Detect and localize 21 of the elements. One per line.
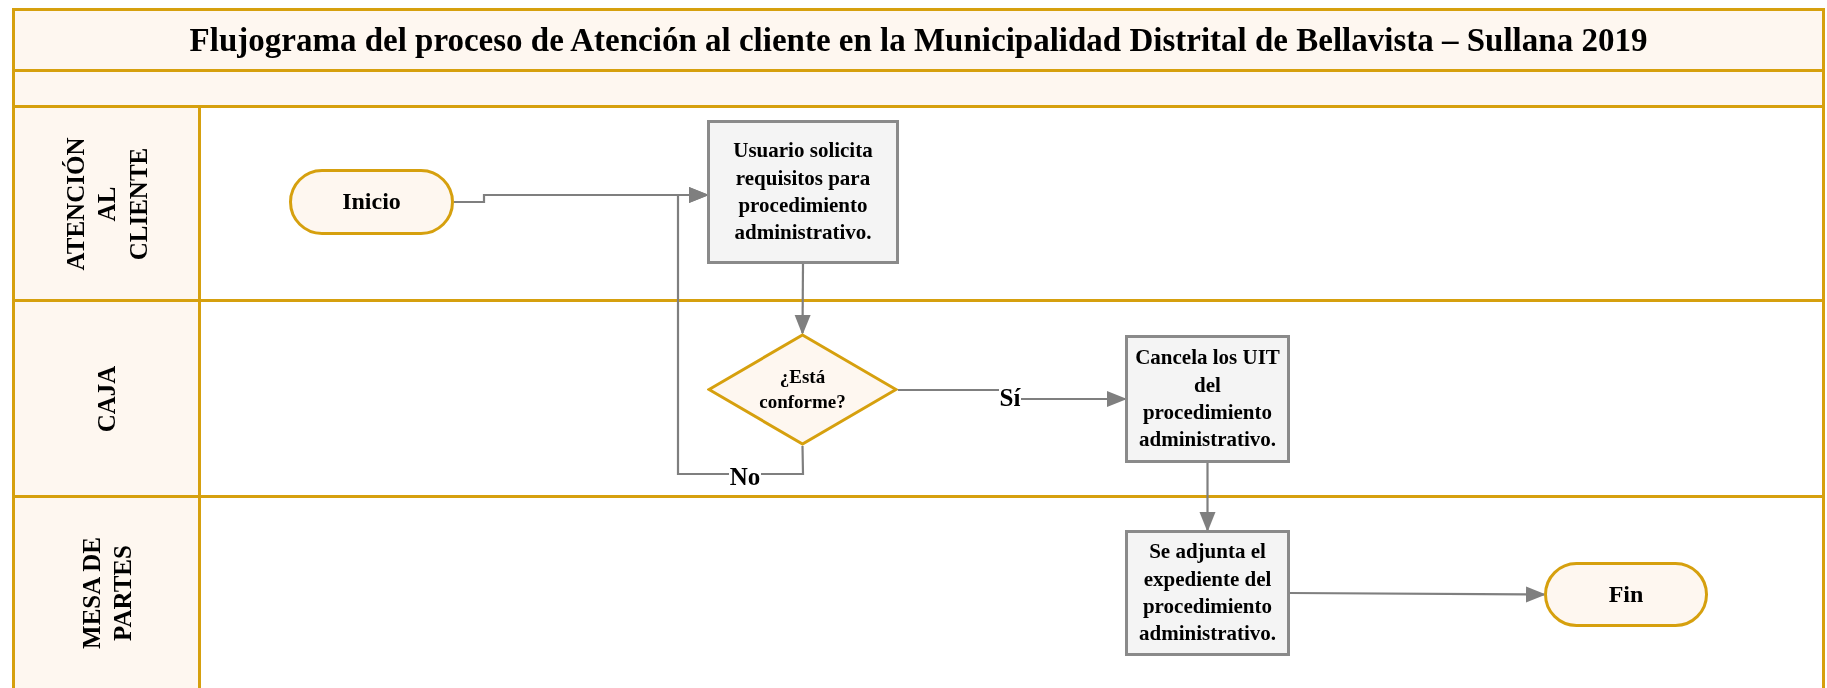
process-text: Se adjunta el expediente del procedimiento administrativo.	[1137, 538, 1278, 648]
arrow	[1290, 586, 1546, 603]
lane-title: ATENCIÓN AL CLIENTE	[60, 136, 153, 273]
title-band: Flujograma del proceso de Atención al cliente en la Municipalidad Distrital de Bellavista – Sullana 2019	[12, 8, 1825, 72]
arrow	[1199, 463, 1216, 532]
swimlane	[12, 105, 1825, 302]
process-box	[1125, 530, 1290, 656]
arrow	[794, 264, 811, 335]
lane-title: MESA DE PARTES	[76, 536, 137, 651]
terminal-text: Inicio	[342, 187, 401, 217]
swimlane	[12, 299, 1825, 498]
lane-title: CAJA	[91, 364, 121, 434]
decision-diamond	[707, 333, 898, 446]
process-box	[707, 120, 899, 264]
process-text: Cancela los UIT del procedimiento administrativo.	[1134, 344, 1281, 454]
decision-text: ¿Está conforme?	[758, 364, 847, 414]
arrow	[676, 187, 805, 476]
terminal-text: Fin	[1608, 579, 1644, 609]
process-text: Usuario solicita requisitos para procedimiento administrativo.	[732, 137, 874, 247]
process-box	[1125, 335, 1290, 463]
swimlane	[12, 495, 1825, 688]
